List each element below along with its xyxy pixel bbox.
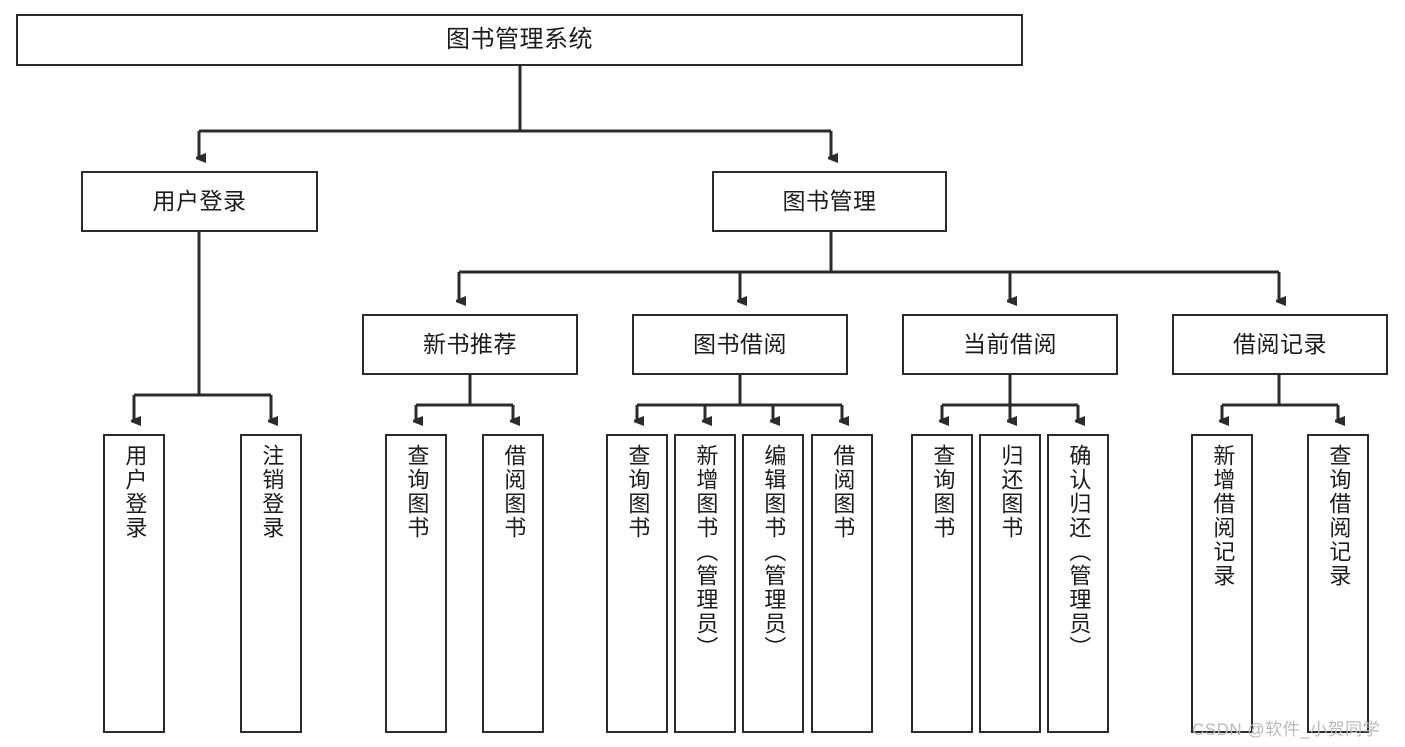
node-leaf-user-login[interactable]: 用户登录 [103,434,165,733]
node-new-book-recommend[interactable]: 新书推荐 [362,314,578,375]
node-label: 查询图书 [625,444,651,540]
node-leaf-return-book[interactable]: 归还图书 [979,434,1041,733]
node-label: 借阅图书 [830,444,856,540]
node-label: 借阅图书 [501,444,527,540]
node-leaf-query-book-borrow[interactable]: 查询图书 [606,434,668,733]
node-label: 用户登录 [152,187,247,214]
node-leaf-confirm-return-admin[interactable]: 确认归还（管理员） [1047,434,1109,733]
node-leaf-query-book-recommend[interactable]: 查询图书 [385,434,447,733]
node-leaf-query-book-current[interactable]: 查询图书 [911,434,973,733]
csdn-watermark: CSDN @软件_小贺同学 [1192,715,1380,740]
node-label: 借阅记录 [1233,330,1327,357]
node-label: 图书管理系统 [446,25,593,53]
node-label: 确认归还（管理员） [1066,444,1092,660]
node-root-system[interactable]: 图书管理系统 [16,14,1023,66]
node-label: 用户登录 [122,444,148,540]
node-label: 编辑图书（管理员） [761,444,787,660]
node-book-borrow[interactable]: 图书借阅 [632,314,848,375]
node-leaf-borrow-book-recommend[interactable]: 借阅图书 [482,434,544,733]
node-leaf-add-borrow-record[interactable]: 新增借阅记录 [1191,434,1253,733]
node-label: 新增图书（管理员） [693,444,719,660]
node-user-login[interactable]: 用户登录 [81,171,318,232]
node-leaf-query-borrow-record[interactable]: 查询借阅记录 [1307,434,1369,733]
node-label: 归还图书 [998,444,1024,540]
node-borrow-record[interactable]: 借阅记录 [1172,314,1388,375]
node-leaf-logout[interactable]: 注销登录 [240,434,302,733]
node-label: 查询借阅记录 [1326,444,1352,588]
node-label: 新增借阅记录 [1210,444,1236,588]
watermark-text: CSDN @软件_小贺同学 [1192,720,1381,739]
node-label: 查询图书 [930,444,956,540]
node-label: 注销登录 [259,444,285,540]
node-book-management[interactable]: 图书管理 [712,171,947,232]
node-label: 图书借阅 [693,330,787,357]
node-current-borrow[interactable]: 当前借阅 [902,314,1118,375]
node-leaf-add-book-admin[interactable]: 新增图书（管理员） [674,434,736,733]
node-label: 查询图书 [404,444,430,540]
node-leaf-edit-book-admin[interactable]: 编辑图书（管理员） [742,434,804,733]
node-label: 当前借阅 [963,330,1057,357]
node-leaf-borrow-book[interactable]: 借阅图书 [811,434,873,733]
node-label: 图书管理 [782,187,877,214]
node-label: 新书推荐 [423,330,517,357]
